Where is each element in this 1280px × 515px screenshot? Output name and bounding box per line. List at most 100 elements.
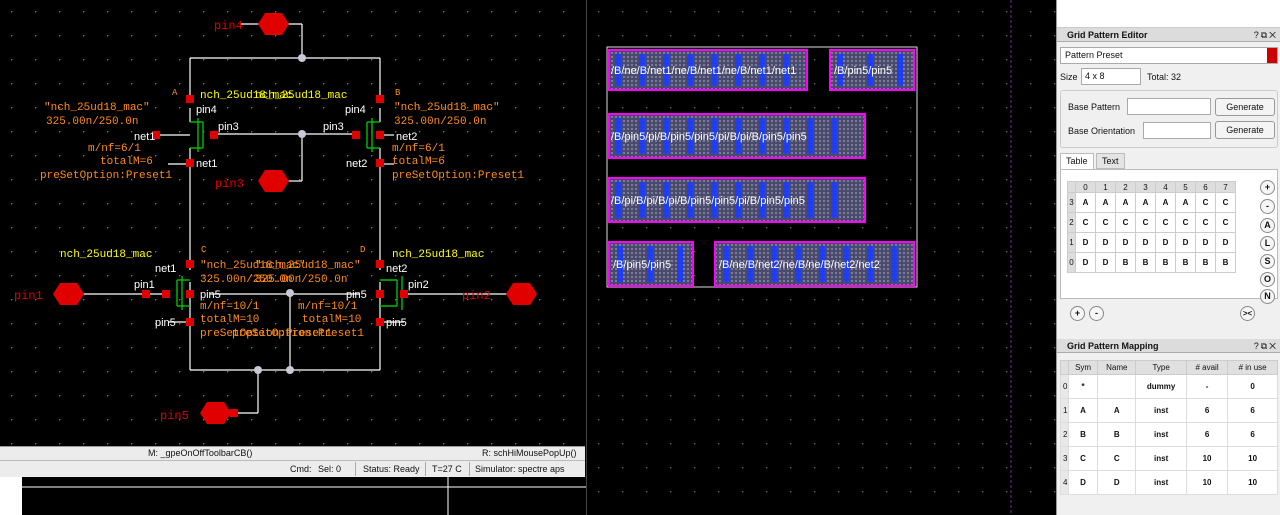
grid-cell[interactable]: D: [1155, 232, 1176, 253]
tab-text[interactable]: Text: [1096, 153, 1125, 169]
grid-cell[interactable]: C: [1115, 212, 1136, 233]
grid-cell[interactable]: A: [1155, 192, 1176, 213]
grid-cell[interactable]: C: [1215, 212, 1236, 233]
grid-cell[interactable]: C: [1155, 212, 1176, 233]
layout-canvas[interactable]: /B/ne/B/net1/ne/B/net1/ne/B/net1/net1 /B…: [586, 0, 1056, 515]
grid-cell[interactable]: B: [1195, 252, 1216, 273]
remove-row-button[interactable]: -: [1260, 199, 1275, 214]
grid-cell[interactable]: A: [1175, 192, 1196, 213]
map-name[interactable]: B: [1097, 422, 1137, 447]
map-type[interactable]: inst: [1135, 470, 1187, 495]
map-sym[interactable]: *: [1067, 374, 1099, 399]
grid-cell[interactable]: B: [1175, 252, 1196, 273]
map-inuse: 6: [1227, 422, 1278, 447]
size-input[interactable]: 4 x 8: [1081, 68, 1141, 85]
grid-cell[interactable]: C: [1095, 212, 1116, 233]
fill-o-button[interactable]: O: [1260, 272, 1275, 287]
inst-b-model: "nch_25ud18_mac": [394, 102, 500, 114]
grid-cell[interactable]: B: [1155, 252, 1176, 273]
grid-cell[interactable]: C: [1195, 192, 1216, 213]
add-column-button[interactable]: +: [1070, 306, 1085, 321]
map-sym[interactable]: B: [1067, 422, 1099, 447]
pattern-preset-dropdown[interactable]: Pattern Preset: [1060, 47, 1278, 64]
grid-cell[interactable]: A: [1115, 192, 1136, 213]
map-sym[interactable]: D: [1067, 470, 1099, 495]
grid-cell[interactable]: D: [1095, 252, 1116, 273]
grid-mapping-table[interactable]: Sym Name Type # avail # in use 0*dummy-0…: [1060, 360, 1278, 495]
map-row[interactable]: 0*dummy-0: [1060, 374, 1278, 399]
grid-cell[interactable]: A: [1095, 192, 1116, 213]
inst-d-term-top: net2: [386, 263, 407, 275]
fill-n-button[interactable]: N: [1260, 289, 1275, 304]
generate-pattern-button[interactable]: Generate: [1215, 98, 1275, 116]
grid-cell[interactable]: A: [1075, 192, 1096, 213]
layout-svg[interactable]: /B/ne/B/net1/ne/B/net1/ne/B/net1/net1 /B…: [587, 0, 1056, 515]
map-type[interactable]: inst: [1135, 398, 1187, 423]
fill-s-button[interactable]: S: [1260, 254, 1275, 269]
map-type[interactable]: dummy: [1135, 374, 1187, 399]
grid-cell[interactable]: B: [1215, 252, 1236, 273]
map-avail: 6: [1185, 398, 1229, 423]
map-name[interactable]: [1097, 374, 1137, 399]
grid-cell[interactable]: C: [1135, 212, 1156, 233]
inst-c-mnf: m/nf=10/1: [200, 301, 260, 313]
grid-cell[interactable]: B: [1115, 252, 1136, 273]
inst-c-preset: preSetOption:Preset1: [200, 328, 332, 340]
grid-cell[interactable]: C: [1075, 212, 1096, 233]
inst-c-term-top: net1: [155, 263, 176, 275]
grid-cell[interactable]: A: [1135, 192, 1156, 213]
map-row-index: 4: [1060, 470, 1069, 495]
map-name[interactable]: D: [1097, 470, 1137, 495]
inst-b-mnf: m/nf=6/1: [392, 143, 445, 155]
grid-editor-title-bar: Grid Pattern Editor ?⧉✕: [1057, 28, 1280, 42]
map-inuse: 10: [1227, 446, 1278, 471]
remove-column-button[interactable]: -: [1089, 306, 1104, 321]
base-pattern-input[interactable]: [1127, 98, 1211, 115]
schematic-canvas[interactable]: pin4 pin3 pin1 pin2 pin5 A B nch_25ud18_…: [0, 0, 585, 446]
fill-l-button[interactable]: L: [1260, 236, 1275, 251]
map-sym[interactable]: C: [1067, 446, 1099, 471]
tab-table[interactable]: Table: [1060, 153, 1094, 169]
map-header: # in use: [1227, 360, 1278, 375]
map-type[interactable]: inst: [1135, 422, 1187, 447]
map-sym[interactable]: A: [1067, 398, 1099, 423]
grid-cell[interactable]: C: [1215, 192, 1236, 213]
map-name[interactable]: A: [1097, 398, 1137, 423]
base-orientation-input[interactable]: [1143, 122, 1211, 139]
temperature: T=27 C: [432, 464, 462, 474]
map-avail: 10: [1185, 470, 1229, 495]
map-name[interactable]: C: [1097, 446, 1137, 471]
grid-cell[interactable]: D: [1135, 232, 1156, 253]
grid-cell[interactable]: D: [1195, 232, 1216, 253]
schematic-svg[interactable]: pin4 pin3 pin1 pin2 pin5 A B nch_25ud18_…: [0, 0, 585, 446]
expand-icon[interactable]: ><: [1240, 306, 1255, 321]
layout-label-row3b: /B/ne/B/net2/ne/B/ne/B/net2/net2: [719, 259, 880, 271]
grid-cell[interactable]: C: [1195, 212, 1216, 233]
grid-editor-window-buttons[interactable]: ?⧉✕: [1253, 30, 1278, 40]
grid-cell[interactable]: D: [1075, 232, 1096, 253]
base-pattern-label: Base Pattern: [1068, 102, 1121, 112]
grid-cell[interactable]: B: [1135, 252, 1156, 273]
grid-cell[interactable]: D: [1075, 252, 1096, 273]
add-row-button[interactable]: +: [1260, 180, 1275, 195]
layout-label-row2: /B/pi/B/pi/B/pi/B/pin5/pin5/pi/B/pin5/pi…: [611, 195, 805, 207]
grid-cell[interactable]: D: [1175, 232, 1196, 253]
grid-cell[interactable]: D: [1215, 232, 1236, 253]
grid-cell[interactable]: D: [1115, 232, 1136, 253]
map-type[interactable]: inst: [1135, 446, 1187, 471]
dropdown-arrow-icon[interactable]: [1267, 48, 1277, 63]
generate-orientation-button[interactable]: Generate: [1215, 121, 1275, 139]
grid-cell[interactable]: D: [1095, 232, 1116, 253]
fill-a-button[interactable]: A: [1260, 218, 1275, 233]
grid-cell[interactable]: C: [1175, 212, 1196, 233]
grid-mapping-window-buttons[interactable]: ?⧉✕: [1253, 341, 1278, 351]
